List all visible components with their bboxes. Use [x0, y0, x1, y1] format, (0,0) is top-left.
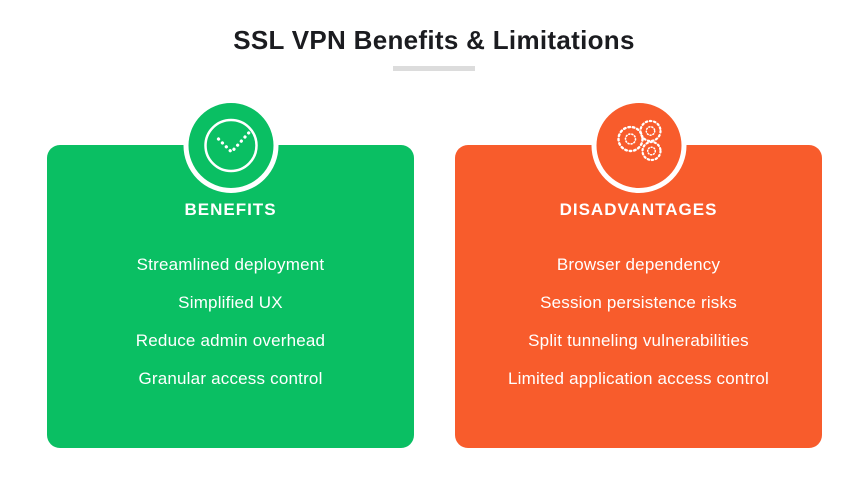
list-item: Split tunneling vulnerabilities	[528, 331, 749, 350]
disadvantages-card: DISADVANTAGES Browser dependency Session…	[455, 98, 822, 448]
list-item: Streamlined deployment	[136, 255, 325, 274]
title-divider	[393, 66, 475, 71]
list-item: Granular access control	[138, 369, 323, 388]
list-item: Reduce admin overhead	[135, 331, 326, 350]
disadvantages-heading: DISADVANTAGES	[559, 200, 718, 219]
list-item: Browser dependency	[556, 255, 721, 274]
cards-row: BENEFITS Streamlined deployment Simplifi…	[47, 98, 822, 448]
list-item: Limited application access control	[508, 369, 769, 388]
disadvantages-list: Browser dependency Session persistence r…	[455, 246, 822, 398]
benefits-heading: BENEFITS	[184, 200, 277, 219]
gears-icon	[591, 98, 686, 193]
benefits-card: BENEFITS Streamlined deployment Simplifi…	[47, 98, 414, 448]
list-item: Session persistence risks	[540, 293, 737, 312]
check-circle-icon	[183, 98, 278, 193]
page-title: SSL VPN Benefits & Limitations	[233, 25, 635, 55]
list-item: Simplified UX	[178, 293, 283, 312]
benefits-list: Streamlined deployment Simplified UX Red…	[47, 246, 414, 398]
